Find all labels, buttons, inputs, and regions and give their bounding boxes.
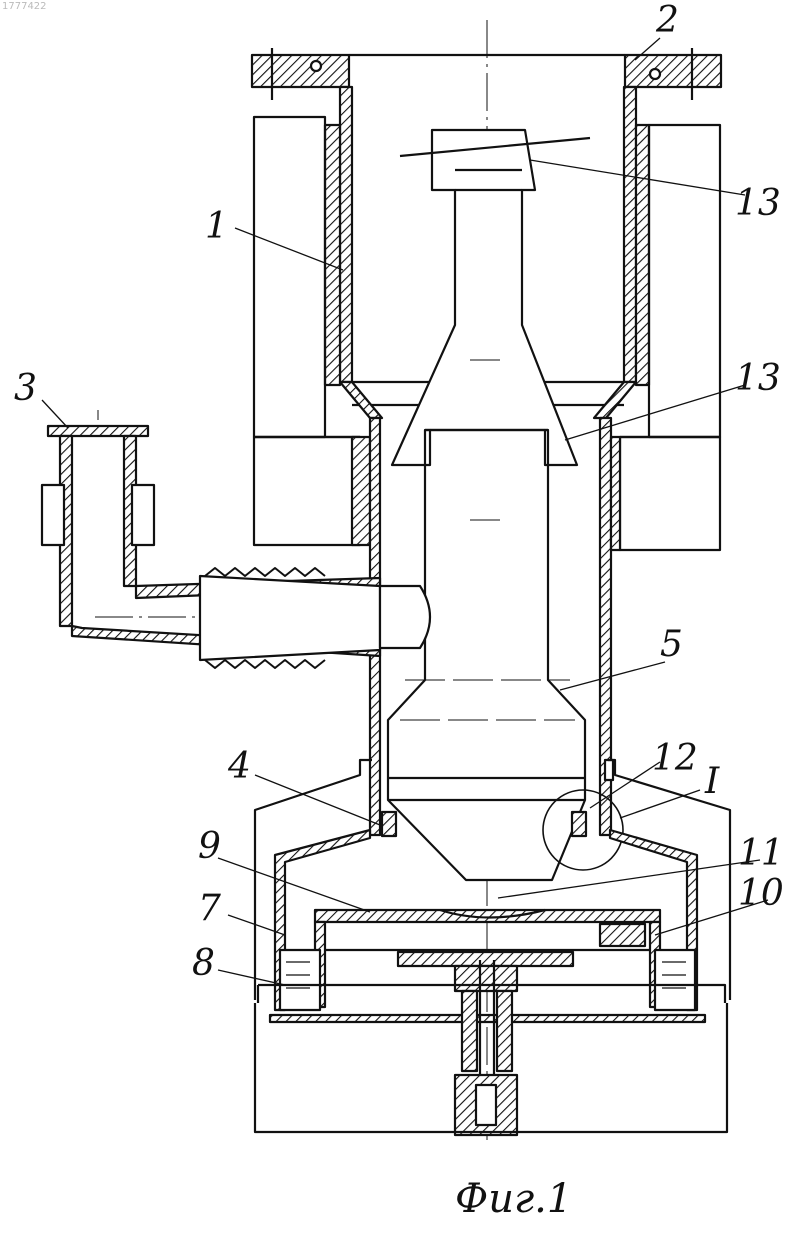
callout-9: 9 xyxy=(198,826,221,867)
callout-8: 8 xyxy=(192,943,215,984)
callout-7: 7 xyxy=(198,888,221,929)
callout-1: 1 xyxy=(205,206,228,247)
callout-3: 3 xyxy=(14,368,37,409)
callout-10: 10 xyxy=(738,873,784,914)
callout-11: 11 xyxy=(738,833,784,874)
figure-caption: Фиг.1 xyxy=(455,1176,572,1222)
callout-4: 4 xyxy=(227,746,251,787)
callout-5: 5 xyxy=(660,624,683,665)
callout-I: I xyxy=(704,761,720,802)
callout-12: 12 xyxy=(652,738,698,779)
callout-2: 2 xyxy=(655,0,679,41)
callout-13-lower: 13 xyxy=(735,358,781,399)
inner-body xyxy=(388,130,590,880)
hub-and-shaft xyxy=(398,952,573,1135)
callout-13-upper: 13 xyxy=(735,183,781,224)
document-stamp: 1777422 xyxy=(2,1,47,12)
